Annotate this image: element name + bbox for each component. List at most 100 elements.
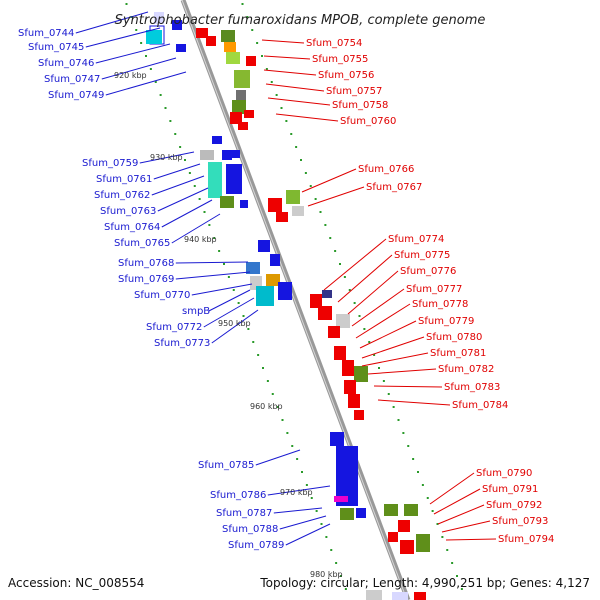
cds-block <box>400 540 414 554</box>
left-gene-label: Sfum_0747 <box>44 74 100 85</box>
gc-dot <box>343 276 346 278</box>
gc-dot <box>149 68 152 70</box>
gc-dot <box>340 575 342 577</box>
left-leader-line <box>151 175 205 196</box>
right-gene-label: Sfum_0791 <box>482 484 538 495</box>
gc-dot <box>290 133 293 135</box>
right-gene-label: Sfum_0775 <box>394 250 450 261</box>
cds-block <box>246 262 260 274</box>
left-leader-line <box>105 71 187 96</box>
gc-dot <box>285 120 288 122</box>
gc-dot <box>246 16 249 18</box>
gc-dot <box>286 432 289 434</box>
right-leader-line <box>301 168 357 193</box>
cds-block <box>354 410 364 420</box>
left-leader-line <box>95 43 171 64</box>
gc-dot <box>227 276 230 278</box>
right-gene-label: Sfum_0758 <box>332 100 388 111</box>
cds-block <box>414 592 426 600</box>
right-gene-label: Sfum_0774 <box>388 234 444 245</box>
gc-dot <box>441 536 444 538</box>
left-leader-line <box>85 27 161 48</box>
gc-dot <box>325 536 328 538</box>
left-gene-label: Sfum_0785 <box>198 460 254 471</box>
left-leader-line <box>211 309 259 344</box>
gc-dot <box>436 523 439 525</box>
right-leader-line <box>347 270 399 315</box>
left-gene-label: Sfum_0762 <box>94 190 150 201</box>
left-leader-line <box>191 283 253 296</box>
right-leader-line <box>323 238 387 291</box>
gc-dot <box>266 380 269 382</box>
cds-block <box>246 56 256 66</box>
left-leader-line <box>139 151 195 164</box>
gc-dot <box>363 328 366 330</box>
cds-block <box>234 70 250 88</box>
gc-dot <box>270 81 273 83</box>
right-gene-label: Sfum_0776 <box>400 266 456 277</box>
left-leader-line <box>279 515 327 530</box>
gc-dot <box>203 211 206 213</box>
cds-block <box>334 496 348 502</box>
cds-block <box>388 532 398 542</box>
gc-dot <box>208 224 211 226</box>
cds-block <box>398 520 410 532</box>
right-leader-line <box>367 368 437 375</box>
cds-block <box>336 446 358 506</box>
right-leader-line <box>263 55 311 60</box>
gc-dot <box>353 302 356 304</box>
left-gene-label: Sfum_0789 <box>228 540 284 551</box>
gc-dot <box>344 588 347 590</box>
right-leader-line <box>429 472 475 505</box>
gc-dot <box>304 172 307 174</box>
left-gene-label: Sfum_0770 <box>134 290 190 301</box>
right-leader-line <box>263 69 317 76</box>
right-gene-label: Sfum_0784 <box>452 400 508 411</box>
right-gene-label: Sfum_0779 <box>418 316 474 327</box>
gc-dot <box>310 497 313 499</box>
cds-block <box>268 198 282 212</box>
right-gene-label: Sfum_0794 <box>498 534 554 545</box>
gc-dot <box>451 562 454 564</box>
left-gene-label: Sfum_0773 <box>154 338 210 349</box>
left-leader-line <box>285 523 331 546</box>
gc-dot <box>319 211 322 213</box>
topology-text: Topology: circular; Length: 4,990,251 bp… <box>259 576 590 590</box>
cds-block <box>232 150 240 158</box>
gc-dot <box>198 198 201 200</box>
right-leader-line <box>275 113 339 122</box>
cds-block <box>206 36 216 46</box>
left-gene-label: Sfum_0763 <box>100 206 156 217</box>
left-leader-line <box>157 187 209 212</box>
gc-dot <box>421 484 424 486</box>
gc-dot <box>368 341 371 343</box>
gc-dot <box>251 29 254 31</box>
gc-dot <box>193 185 196 187</box>
left-gene-label: Sfum_0769 <box>118 274 174 285</box>
left-gene-label: Sfum_0749 <box>48 90 104 101</box>
right-gene-label: Sfum_0756 <box>318 70 374 81</box>
tick-label: 920 kbp <box>114 71 147 80</box>
gc-dot <box>320 523 323 525</box>
gc-dot <box>256 42 259 44</box>
gc-dot <box>407 445 410 447</box>
tick-label: 930 kbp <box>150 153 183 162</box>
backbone-line <box>180 0 411 600</box>
right-gene-label: Sfum_0783 <box>444 382 500 393</box>
cds-block <box>354 366 368 382</box>
right-leader-line <box>441 520 491 533</box>
cds-block <box>384 504 398 516</box>
gc-dot <box>135 29 138 31</box>
cds-block <box>146 30 162 44</box>
right-gene-label: Sfum_0780 <box>426 332 482 343</box>
gc-dot <box>223 263 225 265</box>
gc-dot <box>261 55 263 57</box>
gc-dot <box>218 250 221 252</box>
cds-block <box>221 30 235 42</box>
left-gene-label: Sfum_0788 <box>222 524 278 535</box>
cds-block <box>404 504 418 516</box>
cds-block <box>340 508 354 520</box>
gc-dot <box>397 419 400 421</box>
